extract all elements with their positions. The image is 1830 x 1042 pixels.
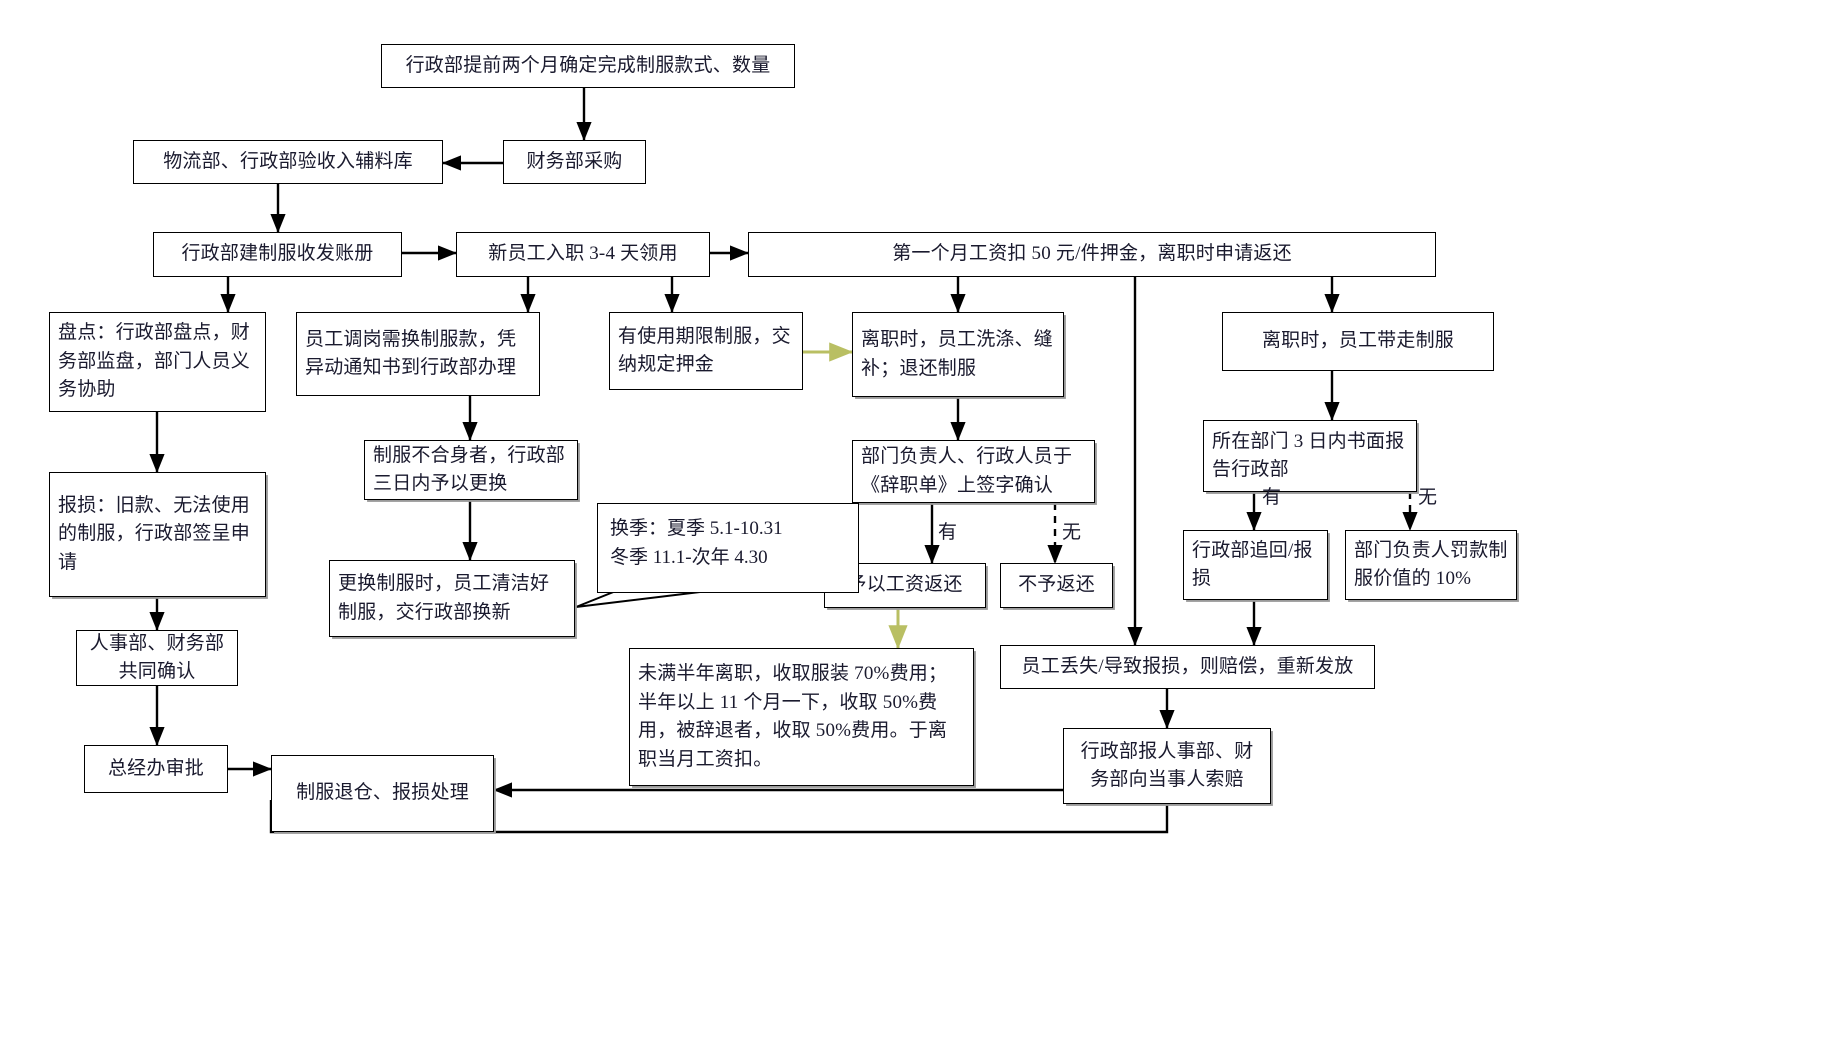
node-label: 离职时，员工带走制服 (1261, 330, 1454, 352)
node-label: 离职时，员工洗涤、缝补；退还制服 (861, 329, 1054, 379)
node-admin-recover[interactable]: 行政部追回/报损 (1183, 530, 1328, 600)
node-dept-report[interactable]: 所在部门 3 日内书面报告行政部 (1203, 420, 1417, 492)
node-resign-wash[interactable]: 离职时，员工洗涤、缝补；退还制服 (852, 312, 1064, 397)
node-label: 财务部采购 (526, 150, 623, 172)
callout-line-1: 换季：夏季 5.1-10.31 (610, 518, 783, 539)
node-label: 新员工入职 3-4 天领用 (488, 243, 678, 265)
node-logistics-accept[interactable]: 物流部、行政部验收入辅料库 (133, 140, 443, 184)
node-clean-exchange[interactable]: 更换制服时，员工清洁好制服，交行政部换新 (329, 560, 575, 637)
node-label: 行政部建制服收发账册 (181, 243, 374, 265)
node-label: 行政部提前两个月确定完成制服款式、数量 (405, 54, 771, 76)
node-dept-fine[interactable]: 部门负责人罚款制服价值的 10% (1345, 530, 1517, 600)
node-label: 员工丢失/导致报损，则赔偿，重新发放 (1021, 655, 1354, 677)
node-label: 第一个月工资扣 50 元/件押金，离职时申请返还 (892, 243, 1292, 265)
node-label: 所在部门 3 日内书面报告行政部 (1212, 430, 1405, 481)
node-service-life[interactable]: 有使用期限制服，交纳规定押金 (609, 312, 803, 390)
node-dept-sign[interactable]: 部门负责人、行政人员于《辞职单》上签字确认 (852, 440, 1095, 503)
node-finance-purchase[interactable]: 财务部采购 (503, 140, 646, 184)
node-unfit-replace[interactable]: 制服不合身者，行政部三日内予以更换 (364, 440, 578, 500)
season-change-callout: 换季：夏季 5.1-10.31 冬季 11.1-次年 4.30 (597, 503, 859, 593)
node-label: 制服不合身者，行政部三日内予以更换 (373, 444, 566, 495)
node-hr-finance-confirm[interactable]: 人事部、财务部共同确认 (76, 630, 238, 686)
node-label: 总经办审批 (107, 757, 204, 779)
node-label: 物流部、行政部验收入辅料库 (163, 150, 413, 172)
node-label: 制服退仓、报损处理 (296, 782, 469, 804)
edge-label-sign-yes: 有 (938, 522, 958, 543)
node-label: 部门负责人、行政人员于《辞职单》上签字确认 (861, 446, 1073, 496)
node-label: 予以工资返还 (847, 574, 963, 596)
node-label: 行政部报人事部、财务部向当事人索赔 (1080, 740, 1254, 791)
node-admin-claim[interactable]: 行政部报人事部、财务部向当事人索赔 (1063, 728, 1271, 804)
node-admin-confirm[interactable]: 行政部提前两个月确定完成制服款式、数量 (381, 44, 795, 88)
node-inventory[interactable]: 盘点：行政部盘点，财务部监盘，部门人员义务协助 (49, 312, 266, 412)
node-label: 盘点：行政部盘点，财务部监盘，部门人员义务协助 (58, 322, 251, 401)
node-return-warehouse[interactable]: 制服退仓、报损处理 (271, 755, 494, 832)
node-label: 人事部、财务部共同确认 (89, 632, 225, 683)
edge-label-sign-no: 无 (1062, 522, 1082, 543)
node-label: 部门负责人罚款制服价值的 10% (1354, 539, 1508, 590)
node-fee-rules[interactable]: 未满半年离职，收取服装 70%费用；半年以上 11 个月一下，收取 50%费用，… (629, 648, 974, 786)
node-label: 报损：旧款、无法使用的制服，行政部签呈申请 (58, 494, 251, 573)
node-label: 有使用期限制服，交纳规定押金 (618, 325, 791, 376)
node-report-loss[interactable]: 报损：旧款、无法使用的制服，行政部签呈申请 (49, 472, 266, 597)
node-label: 员工调岗需换制服款，凭异动通知书到行政部办理 (305, 328, 517, 379)
node-no-return[interactable]: 不予返还 (1000, 563, 1113, 608)
edge-label-report-no: 无 (1418, 487, 1438, 508)
node-first-month-deposit[interactable]: 第一个月工资扣 50 元/件押金，离职时申请返还 (748, 232, 1436, 277)
node-label: 行政部追回/报损 (1192, 539, 1313, 590)
node-transfer-change[interactable]: 员工调岗需换制服款，凭异动通知书到行政部办理 (296, 312, 540, 396)
node-label: 更换制服时，员工清洁好制服，交行政部换新 (338, 573, 550, 623)
node-gm-approve[interactable]: 总经办审批 (84, 745, 228, 793)
node-resign-take[interactable]: 离职时，员工带走制服 (1222, 312, 1494, 371)
node-label: 未满半年离职，收取服装 70%费用；半年以上 11 个月一下，收取 50%费用，… (638, 663, 948, 770)
node-admin-ledger[interactable]: 行政部建制服收发账册 (153, 232, 402, 277)
node-label: 不予返还 (1018, 574, 1095, 596)
node-lost-compensate[interactable]: 员工丢失/导致报损，则赔偿，重新发放 (1000, 645, 1375, 689)
edge-label-report-yes: 有 (1262, 487, 1282, 508)
callout-line-2: 冬季 11.1-次年 4.30 (610, 547, 768, 569)
node-new-employee[interactable]: 新员工入职 3-4 天领用 (456, 232, 710, 277)
